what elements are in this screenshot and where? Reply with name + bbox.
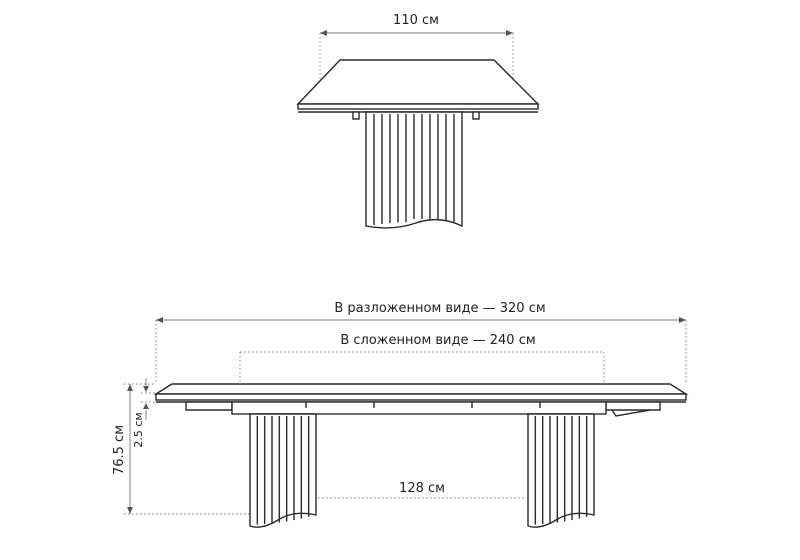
width-label: 110 см [393,13,439,28]
end-view: 110 см [296,13,540,229]
end-view-tabletop [296,59,540,120]
leg-spacing-dimension: 128 см [318,481,526,499]
folded-length-dimension: В сложенном виде — 240 см [239,333,605,384]
end-view-pedestal [365,111,463,229]
thickness-dimension: 2.5 см [132,378,156,448]
height-label: 76.5 см [112,425,127,475]
extended-length-label: В разложенном виде — 320 см [334,301,545,316]
leg-spacing-label: 128 см [399,481,445,496]
side-view: В разложенном виде — 320 см В сложенном … [112,301,689,528]
extended-length-dimension: В разложенном виде — 320 см [155,301,687,384]
folded-length-label: В сложенном виде — 240 см [340,333,535,348]
side-view-left-leg [249,413,317,528]
side-view-tabletop [153,383,689,417]
side-view-right-leg [527,413,595,528]
height-dimension: 76.5 см [112,383,250,515]
width-dimension: 110 см [319,13,514,80]
thickness-label: 2.5 см [132,412,145,447]
